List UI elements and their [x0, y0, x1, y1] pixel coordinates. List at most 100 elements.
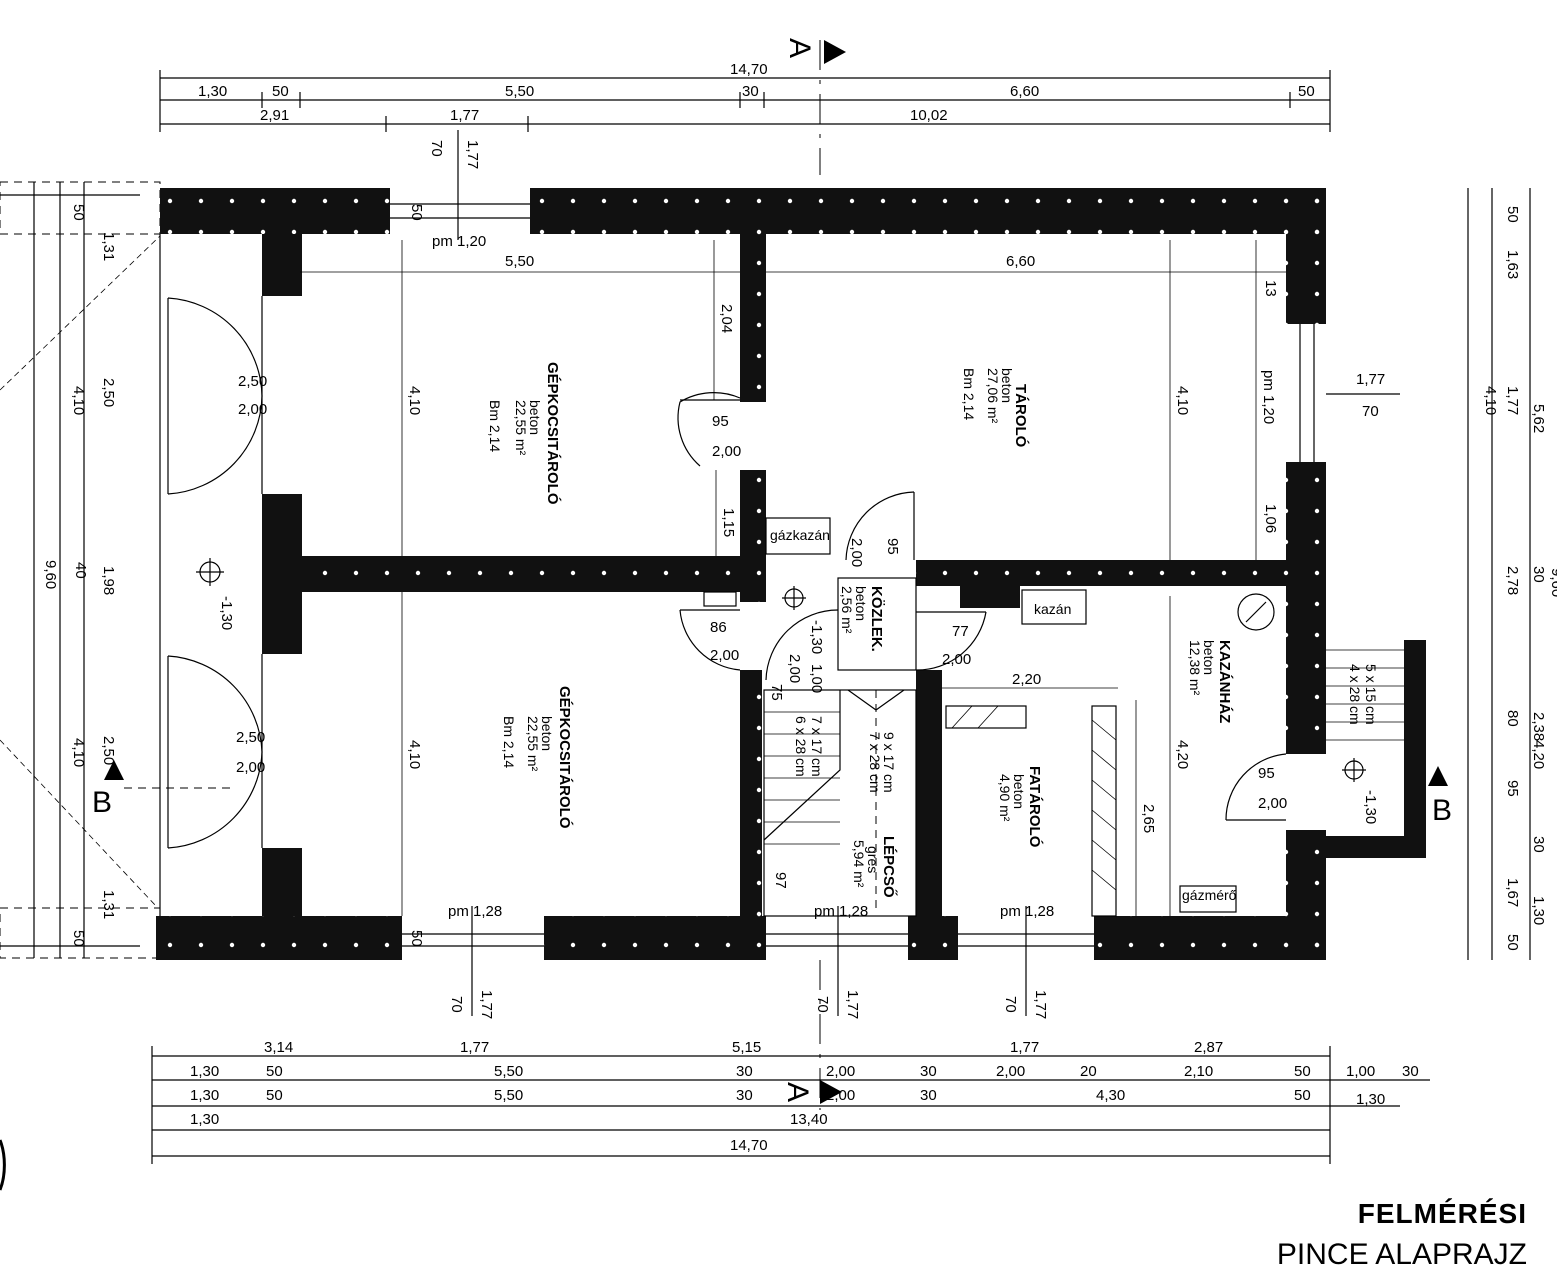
garage1-name: GÉPKOCSITÁROLÓ: [544, 362, 562, 505]
garage2-height: 4,10: [406, 740, 423, 769]
wood-height: 2,65: [1140, 804, 1157, 833]
dim-b3-1: 50: [266, 1087, 283, 1104]
stair-area: 5,94 m²: [851, 840, 867, 888]
dim-b4-1: 13,40: [790, 1111, 828, 1128]
dim-right-a1: 1,63: [1504, 250, 1521, 279]
dim-b-total: 14,70: [730, 1137, 768, 1154]
garage-door2-w: 2,50: [236, 729, 265, 746]
dim-top-total: 14,70: [730, 61, 768, 78]
dim-right-b1: 30: [1530, 566, 1547, 583]
level-right: -1,30: [1362, 790, 1379, 824]
dim-left-5: 2,50: [100, 736, 117, 765]
outside-stair-a: 5 x 15 cm: [1363, 664, 1379, 725]
dim-left-0: 50: [70, 204, 87, 221]
section-a-label-bottom: A: [781, 1082, 814, 1102]
section-b-label-right: B: [1432, 794, 1452, 827]
boiler-floor: beton: [1201, 640, 1217, 675]
top-dimensions: 14,70 1,30 50 5,50 30 6,60 50 2,91 1,77 …: [159, 61, 1331, 250]
dim-top-r2-5: 50: [1298, 83, 1315, 100]
room-garage-2: 4,10 GÉPKOCSITÁROLÓ beton 22,55 m² Bm 2,…: [401, 592, 574, 916]
dim-right-a3: 2,78: [1504, 566, 1521, 595]
dim-left-total: 9,60: [42, 560, 59, 589]
dim-right-c0: 5,62: [1530, 404, 1547, 433]
dim-top-r2-1: 50: [272, 83, 289, 100]
dim-b1-4: 2,87: [1194, 1039, 1223, 1056]
pm-a: pm 1,28: [448, 903, 502, 920]
door-d8: 1,15: [720, 508, 737, 537]
label-gaskazan: gázkazán: [770, 527, 830, 543]
dim-left-1: 1,31: [100, 232, 117, 261]
garage-door2-h: 2,00: [236, 759, 265, 776]
door-d2-h: 2,00: [848, 538, 865, 567]
boiler-area: 12,38 m²: [1187, 640, 1203, 696]
dim-b1-3: 1,77: [1010, 1039, 1039, 1056]
dim-top-pm: pm 1,20: [432, 233, 486, 250]
pm-c: pm 1,28: [1000, 903, 1054, 920]
section-b-label-left: B: [92, 786, 112, 819]
dim-right-b3: 30: [1530, 836, 1547, 853]
win-a-2: 70: [448, 996, 465, 1013]
stair-a: 9 x 17 cm: [881, 732, 897, 793]
door-d1-w: 95: [712, 413, 729, 430]
door-d5-w: 77: [952, 623, 969, 640]
bottom-window-dims: pm 1,28 pm 1,28 pm 1,28 50 1,77 70 1,77 …: [408, 903, 1054, 1019]
hall-name: KÖZLEK.: [868, 586, 885, 652]
outside-stair-b: 4 x 28 cm: [1347, 664, 1363, 725]
door-d10: 97: [772, 872, 789, 889]
garage2-floor: beton: [539, 716, 555, 751]
dim-b3-3: 30: [736, 1087, 753, 1104]
dim-left-7: 50: [70, 930, 87, 947]
dim-right-c2: 1,30: [1530, 896, 1547, 925]
dim-b3-5: 30: [920, 1087, 937, 1104]
dim-left-mid-0: 4,10: [70, 386, 87, 415]
dim-b1-1: 1,77: [460, 1039, 489, 1056]
section-a-bottom: A: [781, 960, 842, 1110]
label-gazmero: gázmérő: [1182, 887, 1237, 903]
dim-right-a0: 50: [1504, 206, 1521, 223]
win-b-1: 1,77: [844, 990, 861, 1019]
dim-b2-11: 30: [1402, 1063, 1419, 1080]
dim-b2-10: 1,00: [1346, 1063, 1375, 1080]
dim-b2-5: 30: [920, 1063, 937, 1080]
hall-area: 2,56 m²: [839, 586, 855, 634]
dim-right-b0: 4,10: [1482, 386, 1499, 415]
dim-b1-0: 3,14: [264, 1039, 293, 1056]
pm-b: pm 1,28: [814, 903, 868, 920]
room-storage: 6,60 4,10 TÁROLÓ beton 27,06 m² Bm 2,14 …: [766, 240, 1400, 560]
storage-s1: 13: [1262, 280, 1279, 297]
walls: [156, 188, 1426, 960]
win-c-2: 70: [1002, 996, 1019, 1013]
room-boiler: 4,20 KAZÁNHÁZ beton 12,38 m² 95 2,00 gáz…: [1169, 593, 1287, 916]
dim-top-r3-0: 2,91: [260, 107, 289, 124]
stair-d: 6 x 28 cm: [793, 716, 809, 777]
dim-top-r3-2: 10,02: [910, 107, 948, 124]
boiler-height: 4,20: [1174, 740, 1191, 769]
dim-top-r2-2: 5,50: [505, 83, 534, 100]
room-hall: 95 2,00 KÖZLEK. beton 2,56 m² -1,30 1,00…: [679, 491, 987, 701]
dim-right-a2: 1,77: [1504, 386, 1521, 415]
door-d6-w: 95: [1258, 765, 1275, 782]
garage-doors: 2,50 2,00 2,50 2,00 -1,30: [159, 234, 267, 916]
win-c-1: 1,77: [1032, 990, 1049, 1019]
stair-floor: gres: [865, 846, 881, 873]
garage2-area: 22,55 m²: [525, 716, 541, 772]
dim-left-4: 1,98: [100, 566, 117, 595]
dim-top-r2-0: 1,30: [198, 83, 227, 100]
dim-b3-6: 4,30: [1096, 1087, 1125, 1104]
title-line-2: PINCE ALAPRAJZ: [1276, 1238, 1527, 1271]
wood-area: 4,90 m²: [997, 774, 1013, 822]
right-dimensions: 50 1,63 1,77 2,78 80 95 1,67 50 4,10 30 …: [1467, 188, 1557, 960]
garage1-floor: beton: [527, 400, 543, 435]
section-a-top: A: [783, 38, 846, 175]
boiler-name: KAZÁNHÁZ: [1216, 640, 1233, 723]
dim-b3-8: 1,30: [1356, 1091, 1385, 1108]
dim-right-a7: 50: [1504, 934, 1521, 951]
door-d9: 75: [768, 684, 785, 701]
door-d4-level: -1,30: [808, 620, 825, 654]
storage-pm: pm 1,20: [1260, 370, 1277, 424]
dim-b3-7: 50: [1294, 1087, 1311, 1104]
room-wood: 2,20 2,65 FATÁROLÓ beton 4,90 m²: [942, 671, 1157, 917]
door-d7: 2,04: [718, 304, 735, 333]
wood-width: 2,20: [1012, 671, 1041, 688]
dim-right-a6: 1,67: [1504, 878, 1521, 907]
